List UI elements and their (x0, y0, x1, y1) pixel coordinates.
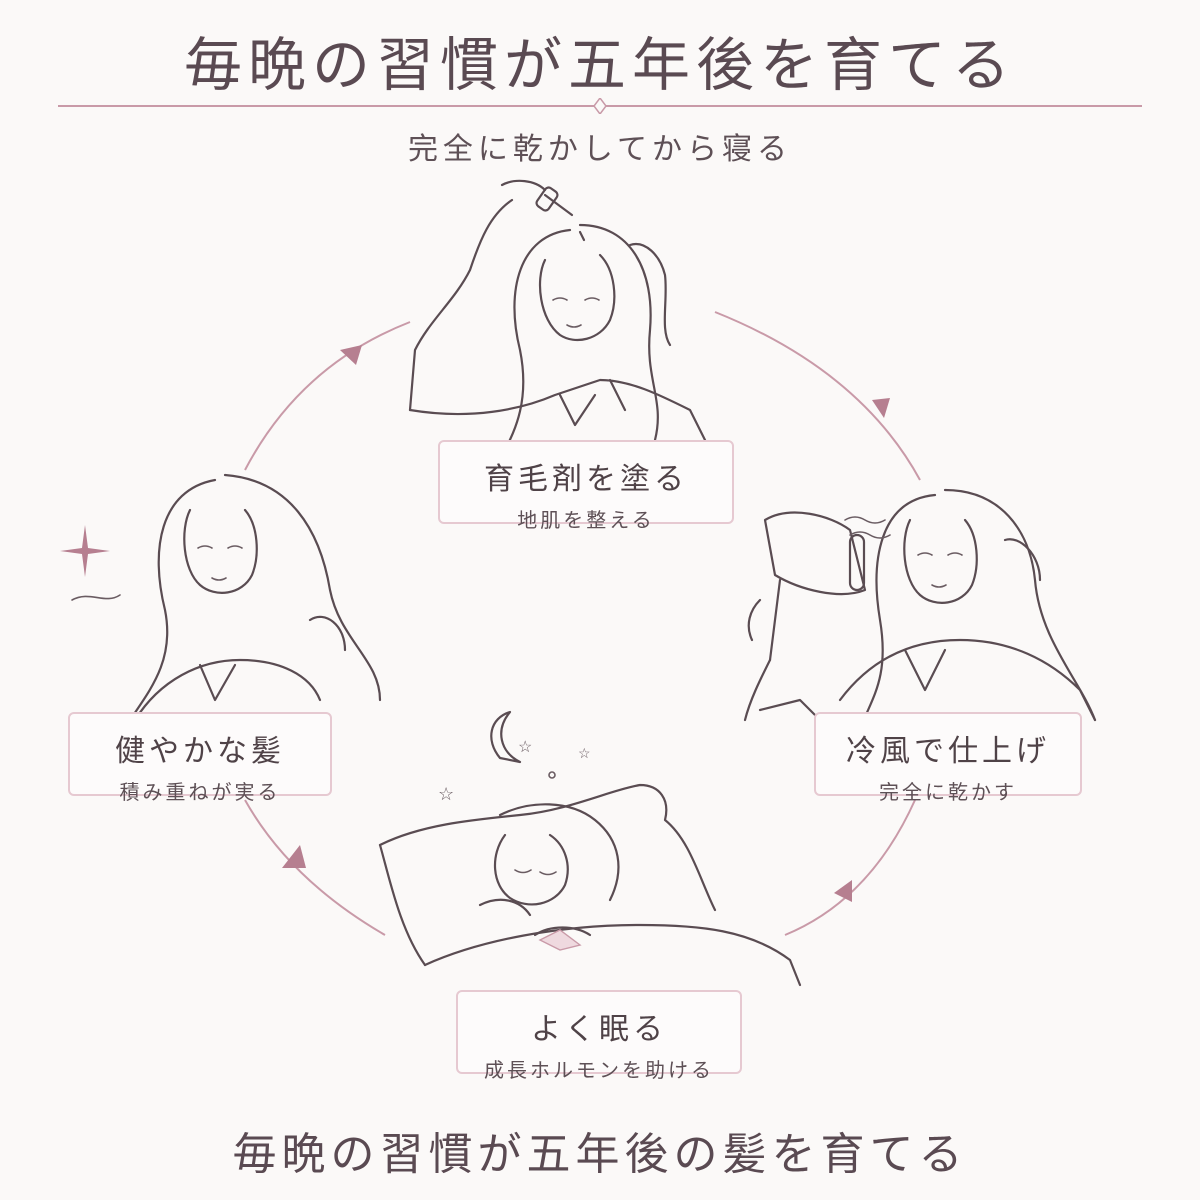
star-icons: ☆ ☆ ☆ (438, 737, 591, 805)
step-title: 健やかな髪 (115, 734, 285, 769)
step-box-apply-serum: 育毛剤を塗る 地肌を整える (438, 440, 734, 532)
illustration-sleeping (378, 710, 802, 987)
arrow-right-top-icon (872, 398, 890, 418)
step-caption: 積み重ねが実る (119, 780, 281, 804)
arrow-right-bottom-icon (834, 880, 852, 902)
subtitle: 完全に乾かしてから寝る (407, 132, 793, 167)
arrow-left-top-icon (340, 345, 362, 365)
footer-caption: 毎晩の習慣が五年後の髪を育てる (232, 1129, 968, 1180)
step-title: 冷風で仕上げ (846, 734, 1050, 769)
step-caption: 完全に乾かす (879, 780, 1017, 804)
arrow-left-bottom-icon (282, 845, 306, 868)
title-divider (58, 98, 1142, 114)
cycle-arcs (244, 311, 921, 936)
page-title: 毎晩の習慣が五年後を育てる (183, 31, 1016, 99)
step-caption: 地肌を整える (517, 508, 655, 532)
star-icon: ☆ (438, 784, 454, 805)
step-caption: 成長ホルモンを助ける (484, 1058, 714, 1082)
sparkle-icon (60, 525, 110, 577)
step-title: 育毛剤を塗る (484, 462, 688, 497)
step-box-sleep-well: よく眠る 成長ホルモンを助ける (456, 990, 742, 1082)
illustration-applying-serum (408, 179, 707, 452)
star-icon: ☆ (518, 737, 532, 756)
dot-icon (548, 771, 556, 779)
step-box-healthy-hair: 健やかな髪 積み重ねが実る (68, 712, 332, 804)
star-icon: ☆ (578, 746, 591, 762)
step-title: よく眠る (531, 1012, 667, 1047)
moon-icon (490, 710, 522, 764)
illustration-hair-drying (743, 488, 1097, 732)
step-box-cool-air: 冷風で仕上げ 完全に乾かす (814, 712, 1082, 804)
illustration-healthy-hair (60, 473, 382, 722)
